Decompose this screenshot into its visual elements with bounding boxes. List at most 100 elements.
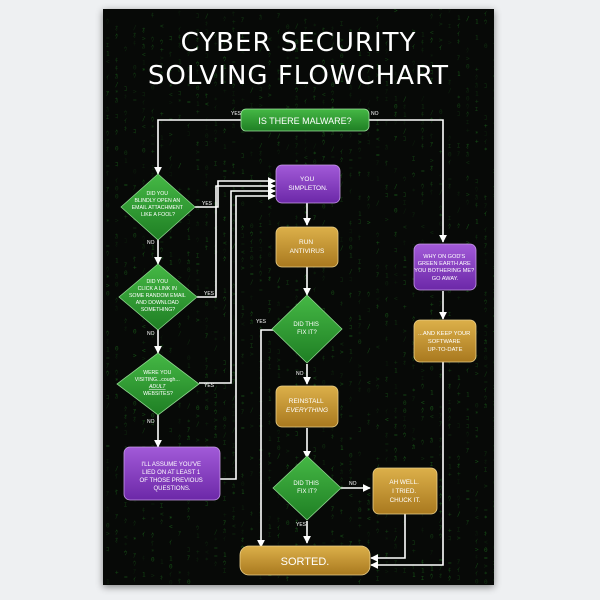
svg-text:1: 1: [439, 365, 443, 372]
svg-text:1: 1: [277, 365, 281, 372]
svg-text:ｴ: ｴ: [268, 300, 271, 307]
svg-text:=: =: [493, 313, 494, 320]
svg-text:ｴ: ｴ: [340, 21, 343, 28]
svg-text:<: <: [394, 296, 398, 303]
svg-text:ｶ: ｶ: [106, 507, 109, 514]
svg-text:ｺ: ｺ: [232, 75, 235, 82]
svg-text:ｷ: ｷ: [349, 173, 352, 180]
svg-text:ｱ: ｱ: [439, 301, 442, 308]
svg-text:*: *: [394, 416, 398, 423]
svg-text:/: /: [367, 99, 371, 106]
svg-text:/: /: [223, 432, 227, 439]
svg-text:ｶ: ｶ: [115, 234, 118, 241]
svg-text:+: +: [331, 354, 335, 361]
svg-text:0: 0: [484, 547, 488, 554]
node-reinstall-line-1: REINSTALL: [289, 398, 324, 405]
svg-text:ｲ: ｲ: [457, 23, 460, 30]
svg-text:1: 1: [457, 15, 461, 22]
svg-text:ｵ: ｵ: [241, 537, 244, 544]
svg-text:<: <: [304, 370, 308, 377]
svg-text:ｳ: ｳ: [178, 259, 181, 266]
svg-text:ｸ: ｸ: [223, 424, 226, 431]
svg-text:<: <: [241, 185, 245, 192]
svg-text:ｱ: ｱ: [475, 506, 478, 513]
svg-text:/: /: [331, 42, 335, 49]
svg-text:ｲ: ｲ: [223, 536, 226, 543]
svg-text:ｴ: ｴ: [430, 462, 433, 469]
svg-text:ｱ: ｱ: [268, 268, 271, 275]
svg-text:>: >: [475, 546, 479, 553]
svg-text:ｶ: ｶ: [232, 403, 235, 410]
svg-text:=: =: [187, 99, 191, 106]
svg-text:<: <: [241, 321, 245, 328]
svg-text:ｳ: ｳ: [151, 37, 154, 44]
svg-text:ｱ: ｱ: [349, 381, 352, 388]
svg-text:ｺ: ｺ: [412, 244, 415, 251]
svg-text:0: 0: [286, 520, 290, 527]
svg-text:>: >: [340, 37, 344, 44]
svg-text:+: +: [466, 127, 470, 134]
svg-text:1: 1: [241, 489, 245, 496]
svg-text:ｴ: ｴ: [268, 364, 271, 371]
svg-text:ｶ: ｶ: [322, 132, 325, 139]
svg-text:0: 0: [322, 204, 326, 211]
svg-text:*: *: [259, 230, 263, 237]
svg-text:1: 1: [457, 71, 461, 78]
svg-text:/: /: [277, 133, 281, 140]
svg-text:>: >: [250, 455, 254, 462]
node-link-line-1: DID YOU: [147, 279, 169, 285]
node-link-line-5: SOMETHING?: [141, 307, 175, 313]
svg-text:=: =: [106, 355, 110, 362]
svg-text:+: +: [457, 391, 461, 398]
svg-text:*: *: [430, 54, 434, 61]
svg-text:>: >: [385, 217, 389, 224]
svg-text:+: +: [115, 570, 119, 577]
title-line-2: SOLVING FLOWCHART: [147, 61, 450, 91]
node-assume-line-1: I'LL ASSUME YOU'VE: [141, 462, 201, 468]
svg-text:ｺ: ｺ: [367, 51, 370, 58]
svg-text:1: 1: [358, 51, 362, 58]
svg-text:0: 0: [115, 346, 119, 353]
svg-text:ｺ: ｺ: [124, 86, 127, 93]
svg-text:ｷ: ｷ: [169, 67, 172, 74]
svg-text:ｴ: ｴ: [214, 161, 217, 168]
svg-text:=: =: [124, 574, 128, 581]
svg-text:ｳ: ｳ: [439, 533, 442, 540]
svg-text:+: +: [223, 88, 227, 95]
svg-text:ｱ: ｱ: [439, 413, 442, 420]
svg-text:ｱ: ｱ: [133, 568, 136, 575]
svg-text:ｴ: ｴ: [250, 103, 253, 110]
svg-text:=: =: [493, 457, 494, 464]
svg-text:ｵ: ｵ: [115, 538, 118, 545]
svg-text:<: <: [484, 363, 488, 370]
svg-text:ｹ: ｹ: [403, 240, 406, 247]
svg-text:ｸ: ｸ: [295, 295, 298, 302]
svg-text:ｹ: ｹ: [493, 361, 494, 368]
svg-text:*: *: [169, 235, 173, 242]
svg-text:ｵ: ｵ: [439, 573, 442, 580]
svg-text:ｴ: ｴ: [205, 125, 208, 132]
svg-text:ｱ: ｱ: [223, 520, 226, 527]
svg-text:RUN ANTIVIRUS: RUN ANTIVIRUS: [290, 239, 325, 255]
svg-text:=: =: [340, 61, 344, 68]
svg-text:ｵ: ｵ: [457, 191, 460, 198]
svg-text:ｹ: ｹ: [205, 93, 208, 100]
svg-text:ｴ: ｴ: [268, 532, 271, 539]
svg-text:ｱ: ｱ: [205, 365, 208, 372]
svg-text:ｵ: ｵ: [151, 173, 154, 180]
svg-text:+: +: [160, 143, 164, 150]
svg-text:<: <: [466, 159, 470, 166]
svg-text:ｳ: ｳ: [358, 147, 361, 154]
svg-text:1: 1: [160, 559, 164, 566]
svg-text:0: 0: [241, 201, 245, 208]
svg-text:1: 1: [394, 96, 398, 103]
svg-text:ｱ: ｱ: [376, 272, 379, 279]
svg-text:1: 1: [475, 90, 479, 97]
svg-text:*: *: [448, 456, 452, 463]
svg-text:<: <: [169, 91, 173, 98]
svg-text:ｸ: ｸ: [448, 416, 451, 423]
svg-text:*: *: [223, 456, 227, 463]
svg-text:ｶ: ｶ: [115, 306, 118, 313]
svg-text:=: =: [196, 277, 200, 284]
svg-text:<: <: [430, 294, 434, 301]
